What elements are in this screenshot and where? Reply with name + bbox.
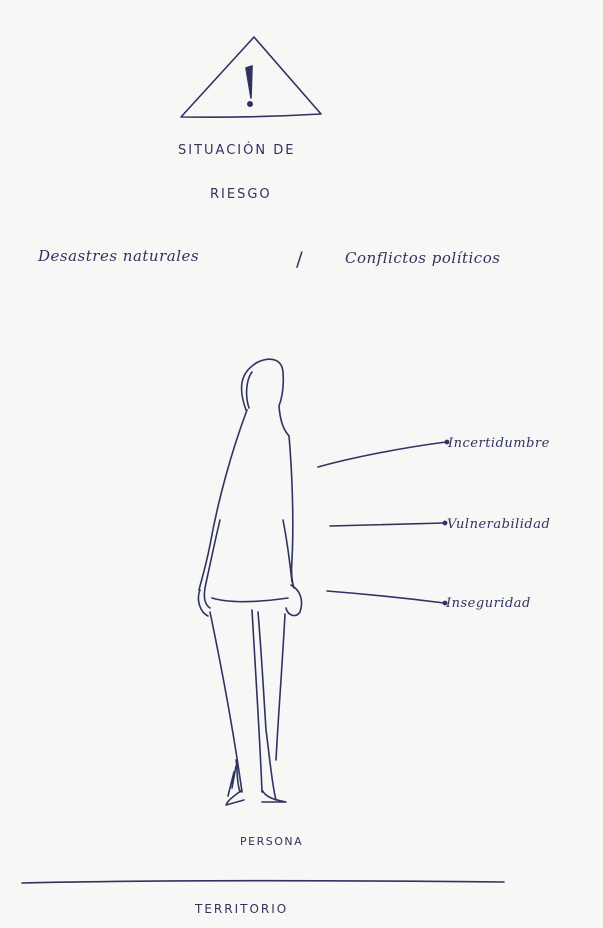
- pointer-line-inseguridad: [327, 591, 444, 603]
- cause-separator: /: [296, 247, 303, 271]
- cause-political-conflicts: Conflictos políticos: [345, 249, 500, 267]
- risk-title-line-1: SITUACIÓN DE: [178, 143, 295, 158]
- effect-label-inseguridad: Inseguridad: [446, 596, 531, 611]
- pointer-line-vulnerabilidad: [330, 523, 444, 526]
- effect-label-vulnerabilidad: Vulnerabilidad: [447, 517, 550, 532]
- cause-natural-disasters: Desastres naturales: [38, 247, 199, 265]
- person-figure-icon: [198, 359, 301, 805]
- risk-title-line-2: RIESGO: [210, 187, 272, 202]
- effect-label-incertidumbre: Incertidumbre: [448, 436, 550, 451]
- person-label: PERSONA: [240, 835, 303, 848]
- territory-label: TERRITORIO: [195, 902, 288, 916]
- pointer-line-incertidumbre: [318, 442, 446, 467]
- warning-triangle-icon: [181, 37, 321, 117]
- ground-line: [22, 881, 504, 883]
